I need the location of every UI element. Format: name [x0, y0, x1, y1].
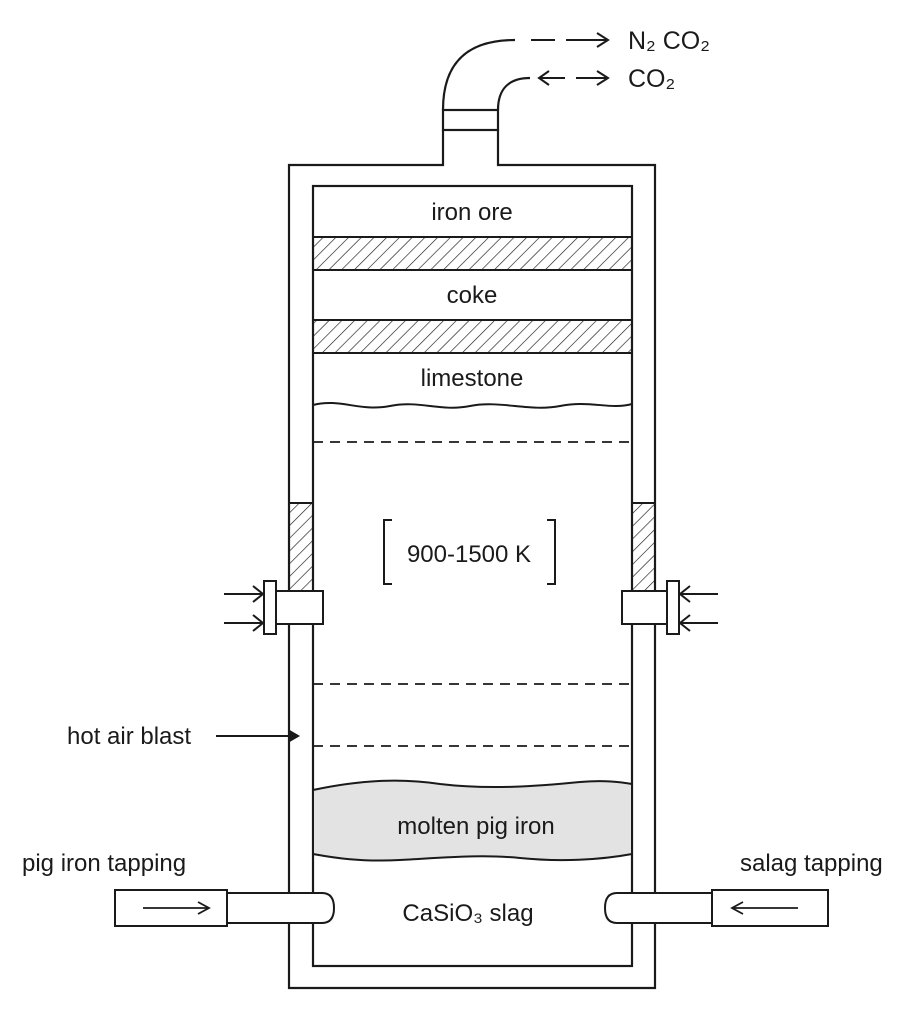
iron-ore-label: iron ore [431, 199, 512, 226]
co2-return-arrowhead-right [596, 70, 610, 86]
right-tuyere-hatch [631, 502, 656, 592]
exhaust-pipe-outer [441, 38, 516, 111]
co2-return-arrowhead-left [537, 70, 550, 86]
coke-label: coke [447, 282, 498, 309]
exhaust-pipe-inner [496, 76, 531, 111]
left-air-arrowhead-bottom [252, 614, 265, 632]
input-gas-label: CO₂ [628, 65, 675, 93]
slag-tapping-label: salag tapping [740, 850, 883, 877]
slag-flow-arrowhead [730, 901, 744, 915]
limestone-label: limestone [421, 365, 524, 392]
left-air-arrowhead-top [252, 585, 265, 603]
furnace-neck-collar [441, 108, 500, 132]
right-tuyere-box [621, 590, 668, 625]
temperature-bracket-right [547, 519, 556, 585]
right-tuyere-flange [666, 580, 680, 635]
hot-air-blast-arrowhead [288, 729, 300, 743]
exhaust-arrowhead [596, 32, 610, 48]
hot-air-blast-label: hot air blast [67, 723, 191, 750]
temperature-bracket-left [383, 519, 392, 585]
charge-surface-wave [312, 401, 633, 409]
left-tuyere-flange [263, 580, 277, 635]
right-air-arrowhead-top [678, 585, 691, 603]
furnace-outer-wall [287, 130, 657, 990]
slag-tap-pipe [603, 892, 713, 924]
charge-layer-hatched-2 [312, 319, 633, 354]
right-air-arrowhead-bottom [678, 614, 691, 632]
molten-pig-iron-label: molten pig iron [397, 813, 554, 840]
left-tuyere-hatch [288, 502, 314, 592]
pig-iron-flow-arrowhead [197, 901, 211, 915]
left-tuyere-box [275, 590, 324, 625]
charge-layer-hatched-1 [312, 236, 633, 271]
molten-pig-iron-region [312, 779, 633, 862]
temperature-label: 900-1500 K [407, 541, 531, 568]
pig-iron-tapping-label: pig iron tapping [22, 850, 186, 877]
output-gases-label: N₂ CO₂ [628, 27, 710, 55]
slag-label: CaSiO₃ slag [402, 900, 533, 927]
pig-iron-tap-pipe [226, 892, 336, 924]
